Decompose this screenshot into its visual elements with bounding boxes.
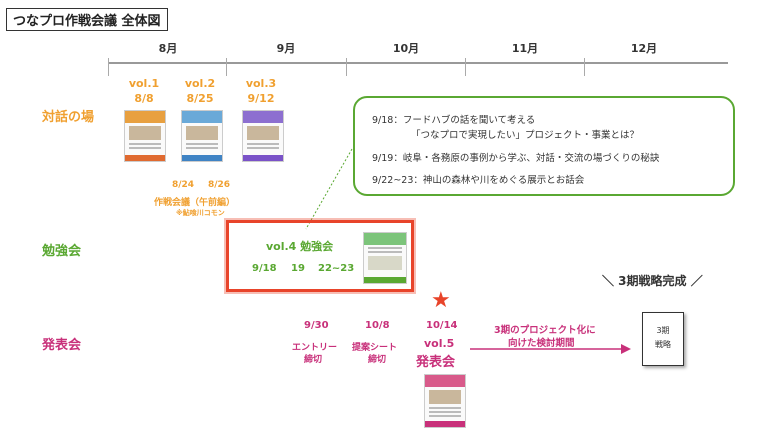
- callout-line: 9/18：フードハブの話を聞いて考える: [372, 115, 536, 126]
- dialogue-session-vol: vol.2: [184, 77, 216, 90]
- strategy-document: 3期 戦略: [642, 312, 684, 366]
- study-date: 22~23: [318, 263, 355, 274]
- phase-label: 3期のプロジェクト化に: [494, 325, 596, 336]
- flyer-thumbnail: [181, 110, 223, 162]
- deadline-label: 提案シート: [352, 343, 398, 353]
- study-title: vol.4 勉強会: [266, 240, 334, 253]
- month-label: 11月: [511, 42, 539, 55]
- callout-box: [353, 96, 735, 196]
- timeline-tick: [108, 58, 109, 76]
- month-label: 9月: [276, 42, 296, 55]
- callout-line: 9/19：岐阜・各務原の事例から学ぶ、対話・交流の場づくりの秘訣: [372, 153, 660, 164]
- star-icon: ★: [431, 288, 451, 313]
- presentation-date: 10/14: [426, 320, 458, 331]
- row-label-presentation: 発表会: [42, 338, 82, 353]
- timeline-tick: [226, 58, 227, 76]
- presentation-label: 発表会: [416, 355, 456, 370]
- timeline-tick: [584, 58, 585, 76]
- study-date: 19: [291, 263, 305, 274]
- callout-line: 9/22~23：神山の森林や川をめぐる展示とお話会: [372, 175, 585, 186]
- dialogue-session-date: 8/25: [186, 92, 214, 105]
- study-highlight-box: [226, 220, 414, 292]
- flyer-thumbnail: [124, 110, 166, 162]
- dialogue-session-vol: vol.3: [245, 77, 277, 90]
- study-date: 9/18: [252, 263, 277, 274]
- dialogue-session-date: 8/8: [134, 92, 154, 105]
- month-label: 12月: [630, 42, 658, 55]
- strategy-document-line: 戦略: [655, 340, 671, 349]
- presentation-vol: vol.5: [424, 337, 455, 350]
- strategy-meeting-date: 8/26: [208, 180, 231, 190]
- flyer-thumbnail: [363, 232, 407, 284]
- strategy-document-line: 3期: [656, 326, 670, 335]
- month-label: 10月: [392, 42, 420, 55]
- strategy-meeting-label: 作戦会議（午前編）: [154, 198, 236, 208]
- completion-label: ＼ 3期戦略完成 ／: [602, 274, 703, 288]
- deadline-date: 10/8: [365, 320, 390, 331]
- dialogue-session-vol: vol.1: [128, 77, 160, 90]
- callout-connector: [305, 148, 353, 230]
- month-label: 8月: [158, 42, 178, 55]
- flyer-thumbnail: [424, 374, 466, 428]
- timeline-tick: [465, 58, 466, 76]
- callout-line: 「つなプロで実現したい」プロジェクト・事業とは？: [411, 130, 640, 141]
- deadline-label: 締切: [304, 355, 323, 365]
- deadline-label: エントリー: [292, 343, 338, 353]
- flyer-thumbnail: [242, 110, 284, 162]
- timeline-axis: [108, 62, 728, 64]
- phase-arrow: [470, 344, 631, 354]
- deadline-label: 締切: [368, 355, 387, 365]
- strategy-meeting-date: 8/24: [172, 180, 195, 190]
- strategy-meeting-place: ※鮎喰川コモン: [176, 209, 225, 217]
- deadline-date: 9/30: [304, 320, 329, 331]
- phase-label: 向けた検討期間: [508, 338, 575, 349]
- timeline-tick: [346, 58, 347, 76]
- page-title: つなプロ作戦会議 全体図: [6, 8, 168, 31]
- row-label-study: 勉強会: [42, 244, 82, 259]
- dialogue-session-date: 9/12: [247, 92, 275, 105]
- row-label-dialogue: 対話の場: [42, 110, 95, 125]
